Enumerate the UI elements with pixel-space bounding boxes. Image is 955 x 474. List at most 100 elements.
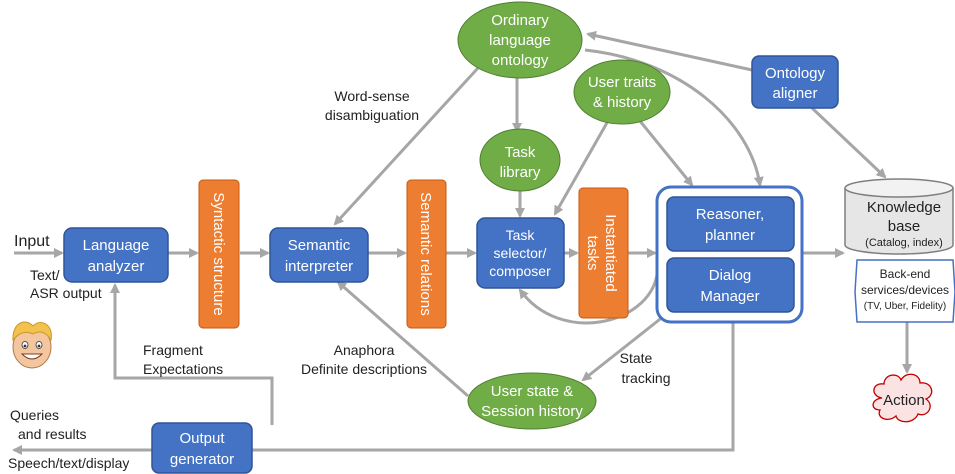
backend-services-node: Back-end services/devices (TV, Uber, Fidel… — [854, 259, 955, 323]
state-tracking-line-1: State — [620, 350, 653, 366]
language-analyzer-line-2: analyzer — [88, 258, 145, 275]
action-cloud-icon — [872, 373, 933, 423]
arrow-user-traits-to-selector — [553, 120, 610, 216]
arrow-user-state-to-interpreter — [336, 280, 469, 398]
action-label: Action — [883, 392, 925, 409]
ontology-aligner-node: Ontology aligner — [751, 55, 839, 109]
backend-line-2: services/devices — [861, 283, 949, 297]
arrow-dialog-to-output — [12, 322, 735, 455]
arrow-fragment-expectations — [110, 283, 274, 425]
semantic-relations-label: Semantic relations — [417, 192, 434, 315]
reasoner-line-2: planner — [705, 227, 755, 244]
backend-line-3: (TV, Uber, Fidelity) — [864, 301, 946, 312]
state-tracking-line-2: tracking — [621, 370, 670, 386]
output-generator-node: Output generator — [151, 422, 253, 474]
svg-text:Instantiatedtasks: Instantiatedtasks — [584, 214, 619, 292]
instantiated-tasks-line-2: tasks — [584, 235, 601, 270]
user-traits-line-1: User traits — [588, 74, 656, 91]
knowledge-base-line-2: base — [888, 218, 921, 235]
output-generator-line-1: Output — [179, 430, 225, 447]
knowledge-base-node: Knowledge base (Catalog, index) — [844, 178, 954, 255]
language-analyzer-line-1: Language — [83, 237, 150, 254]
user-state-line-1: User state & — [491, 383, 574, 400]
arrow-ontology-to-interpreter — [333, 66, 480, 226]
output-generator-line-2: generator — [170, 451, 234, 468]
arrow-ontology-to-reasoner — [584, 48, 764, 187]
ordinary-ontology-line-3: ontology — [492, 52, 549, 69]
arrow-dialog-user-state-bidirectional — [581, 307, 674, 382]
anaphora-line-1: Anaphora — [334, 342, 395, 358]
action-node: Action — [872, 373, 933, 423]
backend-line-1: Back-end — [880, 267, 931, 281]
user-state-line-2: Session history — [481, 403, 583, 420]
syntactic-structure-node: Syntactic structure — [198, 179, 240, 329]
connectors — [12, 30, 912, 455]
syntactic-structure-label: Syntactic structure — [210, 192, 227, 315]
anaphora-line-2: Definite descriptions — [301, 361, 427, 377]
user-traits-line-2: & history — [593, 94, 652, 111]
ordinary-ontology-node: Ordinary language ontology — [457, 1, 583, 79]
dialog-manager-line-1: Dialog — [709, 267, 752, 284]
semantic-interpreter-line-1: Semantic — [288, 237, 351, 254]
dialog-manager-line-2: Manager — [700, 288, 759, 305]
language-analyzer-node: Language analyzer — [63, 227, 169, 283]
queries-line-2: and results — [18, 426, 86, 442]
task-library-node: Task library — [479, 128, 561, 192]
svg-text:User traits& history: User traits & history — [588, 74, 656, 111]
svg-text:User state &Session history: User state & Session history — [481, 383, 583, 420]
user-traits-node: User traits & history — [573, 59, 671, 125]
fragment-line-2: Expectations — [143, 361, 223, 377]
text-asr-line-2: ASR output — [30, 285, 102, 301]
arrow-aligner-to-ontology — [586, 30, 753, 72]
ordinary-ontology-line-1: Ordinary — [491, 12, 549, 29]
task-library-line-1: Task — [505, 144, 536, 161]
input-label: Input — [14, 233, 50, 250]
knowledge-base-line-1: Knowledge — [867, 199, 941, 216]
reasoner-planner-node: Reasoner, planner — [666, 196, 795, 252]
arrow-user-traits-to-reasoner — [638, 120, 694, 187]
ontology-aligner-line-2: aligner — [772, 85, 817, 102]
reasoner-line-1: Reasoner, — [696, 206, 764, 223]
task-selector-node: Task selector/composer — [476, 217, 565, 289]
arrow-aligner-to-kb — [810, 106, 887, 179]
svg-text:Text/ASR output: Text/ASR output — [30, 267, 102, 301]
semantic-interpreter-line-2: interpreter — [285, 258, 353, 275]
ontology-aligner-line-1: Ontology — [765, 65, 826, 82]
word-sense-line-2: disambiguation — [325, 107, 419, 123]
queries-line-1: Queries — [10, 407, 59, 423]
instantiated-tasks-line-1: Instantiated — [602, 214, 619, 292]
knowledge-base-line-3: (Catalog, index) — [865, 237, 943, 249]
semantic-interpreter-node: Semantic interpreter — [269, 227, 369, 283]
word-sense-line-1: Word-sense — [334, 88, 409, 104]
fragment-line-1: Fragment — [143, 342, 203, 358]
task-selector-line-1: Task — [506, 227, 536, 243]
task-selector-line-3: composer — [489, 263, 551, 279]
svg-text:Reasoner,planner: Reasoner, planner — [696, 206, 764, 244]
text-asr-line-1: Text/ — [30, 267, 60, 283]
task-library-line-2: library — [500, 164, 541, 181]
task-selector-line-2: selector/ — [494, 245, 547, 261]
speech-label: Speech/text/display — [8, 455, 129, 471]
ordinary-ontology-line-2: language — [489, 32, 551, 49]
smiling-face-icon — [12, 321, 52, 369]
instantiated-tasks-node: Instantiatedtasks — [578, 187, 629, 319]
user-state-node: User state & Session history — [467, 372, 597, 430]
semantic-relations-node: Semantic relations — [406, 179, 447, 329]
